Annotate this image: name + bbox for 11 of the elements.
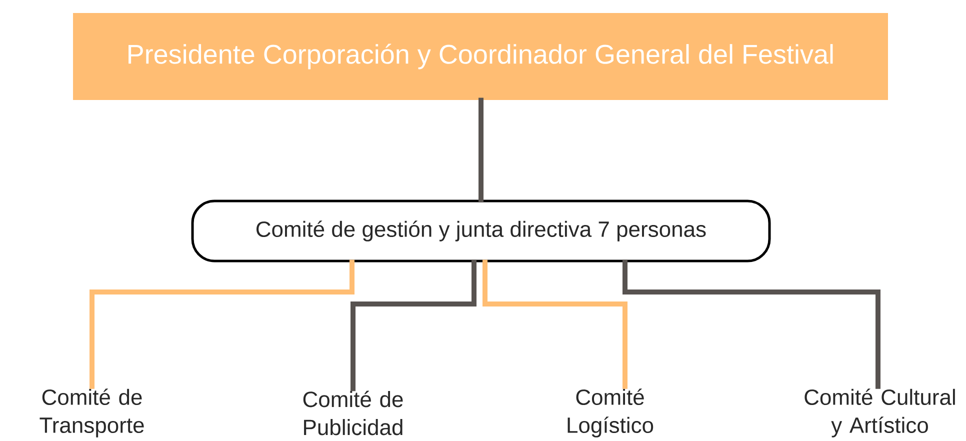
- title-box: Presidente Corporación y Coordinador General del Festival: [73, 13, 888, 100]
- connector-line: [622, 260, 880, 389]
- committee-label: Comité Cultural y Artístico: [804, 388, 955, 438]
- connector-line: [482, 260, 628, 389]
- committee-box: Comité de gestión y junta directiva 7 personas: [191, 200, 771, 262]
- committee-label: Comité de Publicidad: [303, 390, 403, 436]
- connector-line: [350, 260, 476, 392]
- connector-line: [478, 98, 484, 202]
- connector-line: [90, 260, 354, 389]
- committee-label: Comité de Transporte: [40, 388, 144, 438]
- committee-label: Comité Logístico: [568, 388, 654, 438]
